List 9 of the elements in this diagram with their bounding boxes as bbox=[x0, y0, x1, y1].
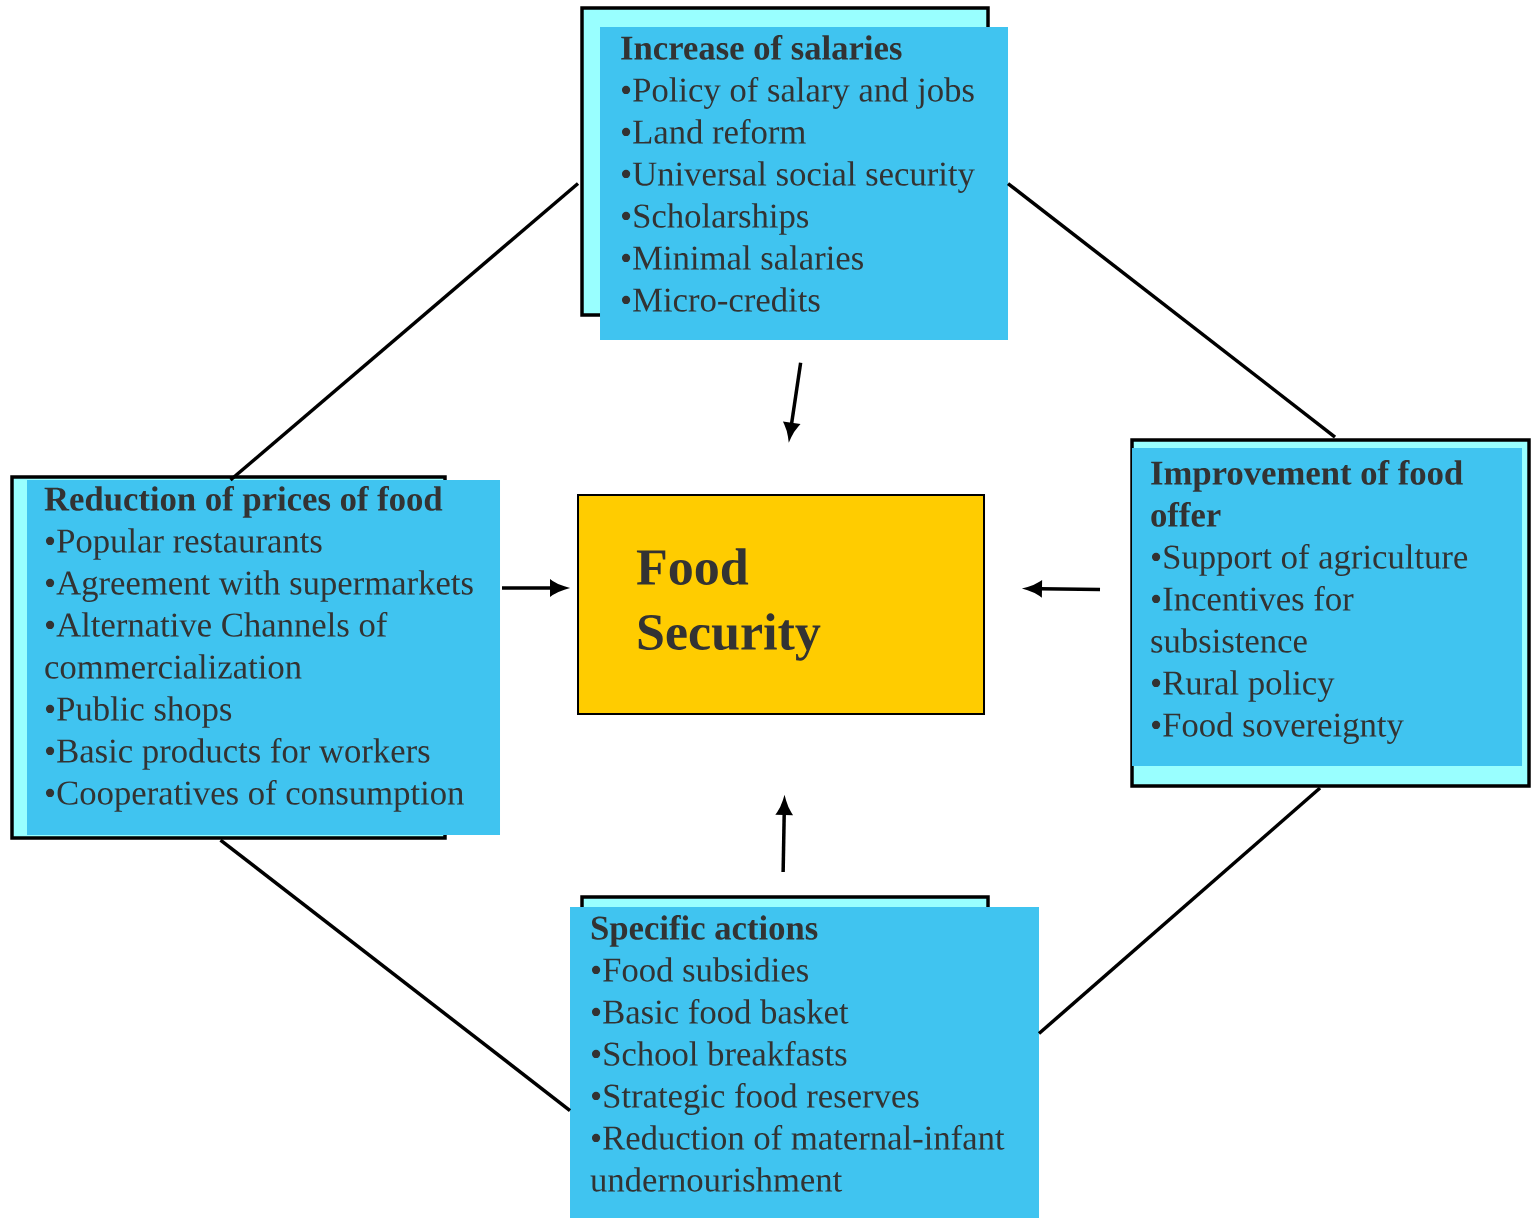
list-box: Reduction of prices of food •Popular restaurants •Agreement with supermarkets •Alternative Channels of commercialization •Public shops •Basic products for workers •Cooperatives of consumption bbox=[10, 475, 500, 840]
connector-line bbox=[1037, 786, 1322, 1035]
connector-line bbox=[1006, 182, 1337, 439]
list-box: Increase of salaries •Policy of salary and jobs •Land reform •Universal social security •Scholarships •Minimal salaries •Micro-credits bbox=[580, 6, 1008, 340]
connector-line bbox=[219, 838, 572, 1112]
list-box: Improvement of food offer •Support of agriculture •Incentives for subsistence •Rural policy •Food sovereignty bbox=[1130, 438, 1531, 788]
title-box: Food Security bbox=[577, 494, 985, 715]
connector-line bbox=[229, 182, 580, 482]
list-box: Specific actions •Food subsidies •Basic food basket •School breakfasts •Strategic food reserves •Reduction of maternal-infant undernourishment bbox=[570, 895, 1039, 1218]
